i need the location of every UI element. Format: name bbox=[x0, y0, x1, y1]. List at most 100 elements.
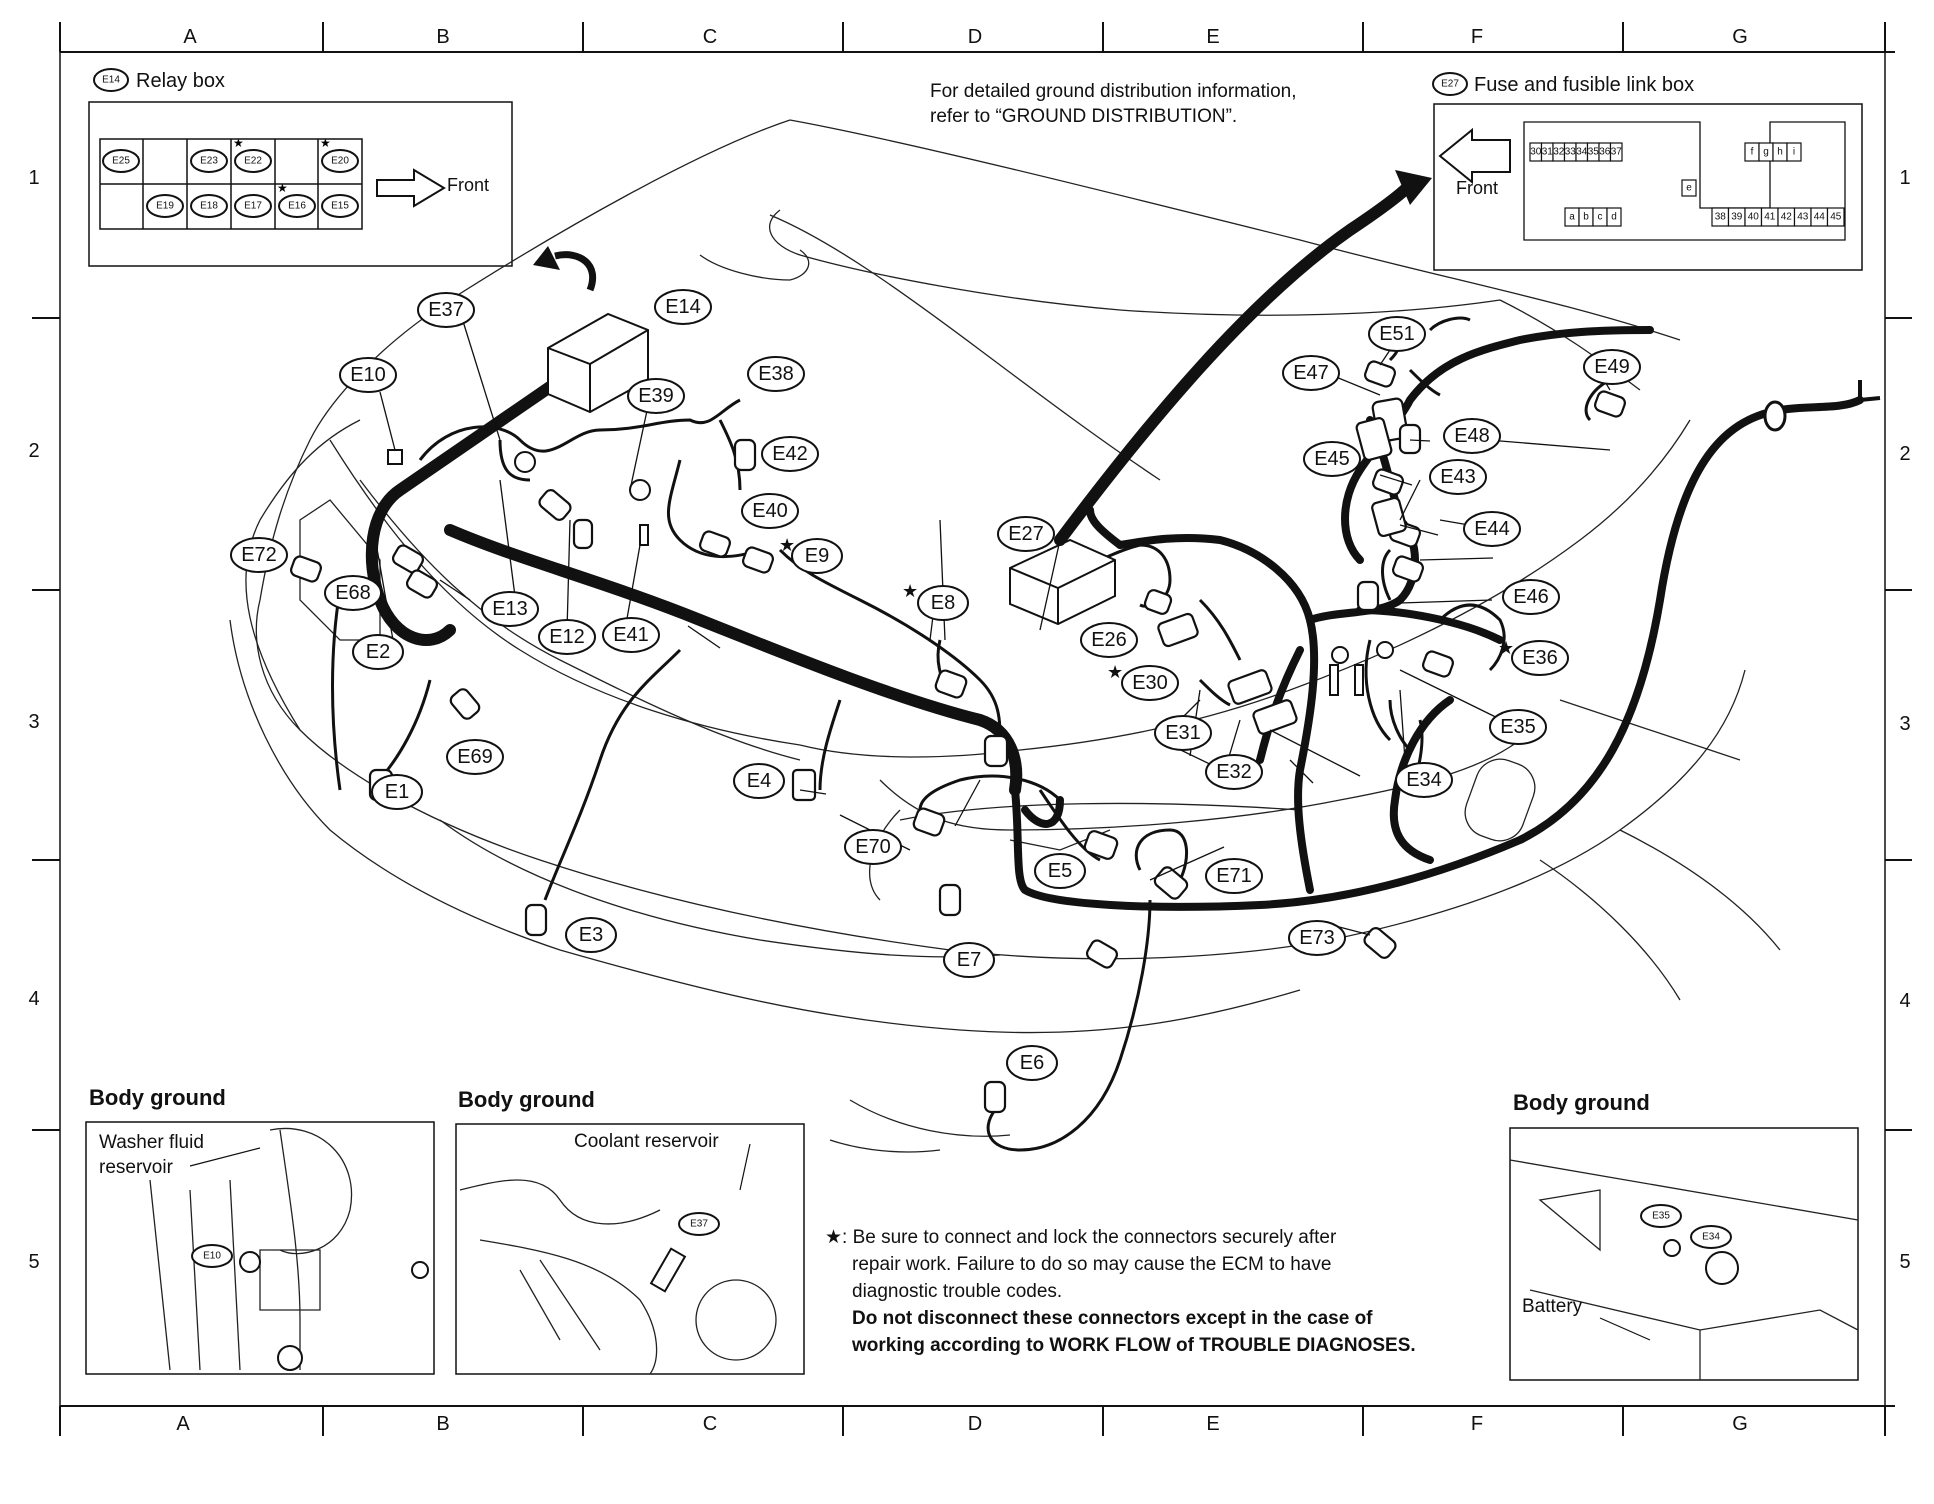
relay-box-badge-label: E14 bbox=[102, 75, 120, 86]
svg-text:E49: E49 bbox=[1594, 356, 1630, 378]
link-e-cell bbox=[1681, 179, 1697, 197]
connector-label-e7: E7 bbox=[943, 942, 995, 978]
fuse-box-badge-label: E27 bbox=[1441, 79, 1459, 90]
car-body-outline bbox=[229, 119, 1781, 1153]
fuse-bottom-label: 45 bbox=[1830, 212, 1842, 223]
washer-connector-label: E10 bbox=[203, 1251, 221, 1262]
star-mark-e30: ★ bbox=[1107, 662, 1123, 682]
svg-text:E7: E7 bbox=[957, 949, 981, 971]
relay-cell-bubble bbox=[102, 149, 140, 173]
battery-connector-e34: E34 bbox=[1702, 1232, 1720, 1243]
svg-text:E43: E43 bbox=[1440, 466, 1476, 488]
connector-label-e39: E39 bbox=[627, 378, 685, 414]
grid-column-labels: A B C D E F G A B C D E F G bbox=[176, 26, 1747, 1435]
svg-text:E42: E42 bbox=[772, 443, 808, 465]
relay-cell-bubble bbox=[146, 194, 184, 218]
link-e-label: e bbox=[1686, 183, 1692, 194]
svg-text:E14: E14 bbox=[665, 296, 701, 318]
svg-text:E2: E2 bbox=[366, 641, 390, 663]
relay-cell-label: E17 bbox=[244, 201, 262, 212]
link-bottom-label: b bbox=[1583, 212, 1589, 223]
body-ground-panel-coolant: Body ground Coolant reservoir E37 bbox=[455, 1087, 805, 1375]
connector-label-e68: E68 bbox=[324, 575, 382, 611]
svg-text:E3: E3 bbox=[579, 924, 603, 946]
svg-text:E71: E71 bbox=[1216, 865, 1252, 887]
svg-text:E40: E40 bbox=[752, 500, 788, 522]
svg-text:E35: E35 bbox=[1500, 716, 1536, 738]
link-top-label: h bbox=[1777, 147, 1783, 158]
relay-cell-label: E16 bbox=[288, 201, 306, 212]
row-label-2-right: 2 bbox=[1899, 443, 1910, 465]
connector-caution-note: ★: Be sure to connect and lock the conne… bbox=[825, 1227, 1416, 1356]
fuse-top-label: 33 bbox=[1565, 147, 1577, 158]
link-bottom-cell bbox=[1606, 207, 1622, 227]
svg-text:E44: E44 bbox=[1474, 518, 1510, 540]
col-label-c: C bbox=[703, 26, 717, 48]
link-top-label: g bbox=[1763, 147, 1769, 158]
connector-label-e36: E36 bbox=[1511, 640, 1569, 676]
col-label-a-bottom: A bbox=[176, 1413, 190, 1435]
link-bottom-label: a bbox=[1569, 212, 1575, 223]
connector-label-e48: E48 bbox=[1443, 418, 1501, 454]
body-ground-panel-washer: Body ground Washer fluid reservoir E10 bbox=[85, 1085, 435, 1375]
col-label-g-bottom: G bbox=[1732, 1413, 1748, 1435]
relay-cell-bubble bbox=[190, 194, 228, 218]
note-line1: ★: Be sure to connect and lock the conne… bbox=[825, 1227, 1337, 1248]
body-ground-title-2: Body ground bbox=[458, 1087, 595, 1112]
fuse-front-label: Front bbox=[1456, 178, 1498, 198]
connector-label-e38: E38 bbox=[747, 356, 805, 392]
svg-text:E8: E8 bbox=[931, 592, 955, 614]
relay-cell-label: E18 bbox=[200, 201, 218, 212]
relay-box-title: Relay box bbox=[136, 70, 225, 92]
svg-text:E26: E26 bbox=[1091, 629, 1127, 651]
connector-label-e1: E1 bbox=[371, 774, 423, 810]
svg-text:E38: E38 bbox=[758, 363, 794, 385]
note-line4: Do not disconnect these connectors excep… bbox=[852, 1308, 1373, 1329]
svg-text:E46: E46 bbox=[1513, 586, 1549, 608]
relay-cell-label: E22 bbox=[244, 156, 262, 167]
svg-text:E5: E5 bbox=[1048, 860, 1072, 882]
svg-text:E48: E48 bbox=[1454, 425, 1490, 447]
fuse-bottom-label: 40 bbox=[1748, 212, 1760, 223]
connector-label-e27: E27 bbox=[997, 516, 1055, 552]
fuse-box-component bbox=[1009, 170, 1432, 626]
col-label-b: B bbox=[436, 26, 449, 48]
col-label-e-bottom: E bbox=[1206, 1413, 1219, 1435]
svg-text:E27: E27 bbox=[1008, 523, 1044, 545]
star-mark-e36: ★ bbox=[1498, 638, 1514, 658]
connector-label-e44: E44 bbox=[1463, 511, 1521, 547]
svg-text:E47: E47 bbox=[1293, 362, 1329, 384]
fuse-bottom-label: 38 bbox=[1715, 212, 1727, 223]
note-line3: diagnostic trouble codes. bbox=[852, 1281, 1062, 1302]
relay-box-badge bbox=[93, 68, 129, 92]
col-label-f: F bbox=[1471, 26, 1483, 48]
connector-label-e47: E47 bbox=[1282, 355, 1340, 391]
connector-label-e5: E5 bbox=[1034, 853, 1086, 889]
relay-cell-bubble bbox=[234, 149, 272, 173]
svg-text:E12: E12 bbox=[549, 626, 585, 648]
connector-label-e73: E73 bbox=[1288, 920, 1346, 956]
connector-label-e51: E51 bbox=[1368, 316, 1426, 352]
connector-label-e10: E10 bbox=[339, 357, 397, 393]
connector-label-e3: E3 bbox=[565, 917, 617, 953]
row-label-1: 1 bbox=[28, 167, 39, 189]
battery-label: Battery bbox=[1522, 1296, 1583, 1317]
star-mark-e9: ★ bbox=[779, 535, 795, 555]
svg-text:E36: E36 bbox=[1522, 647, 1558, 669]
svg-text:E68: E68 bbox=[335, 582, 371, 604]
body-ground-title-3: Body ground bbox=[1513, 1090, 1650, 1115]
connector-label-e9: E9 bbox=[791, 538, 843, 574]
row-label-2: 2 bbox=[28, 440, 39, 462]
connector-label-e41: E41 bbox=[602, 617, 660, 653]
connector-label-e13: E13 bbox=[481, 591, 539, 627]
svg-text:E6: E6 bbox=[1020, 1052, 1044, 1074]
fuse-box-badge bbox=[1432, 72, 1468, 96]
fuse-box-title: Fuse and fusible link box bbox=[1474, 74, 1694, 96]
col-label-e: E bbox=[1206, 26, 1219, 48]
svg-text:E45: E45 bbox=[1314, 448, 1350, 470]
connector-label-e72: E72 bbox=[230, 537, 288, 573]
relay-cell-bubble bbox=[321, 149, 359, 173]
fuse-bottom-label: 41 bbox=[1764, 212, 1776, 223]
connector-label-e8: E8 bbox=[917, 585, 969, 621]
